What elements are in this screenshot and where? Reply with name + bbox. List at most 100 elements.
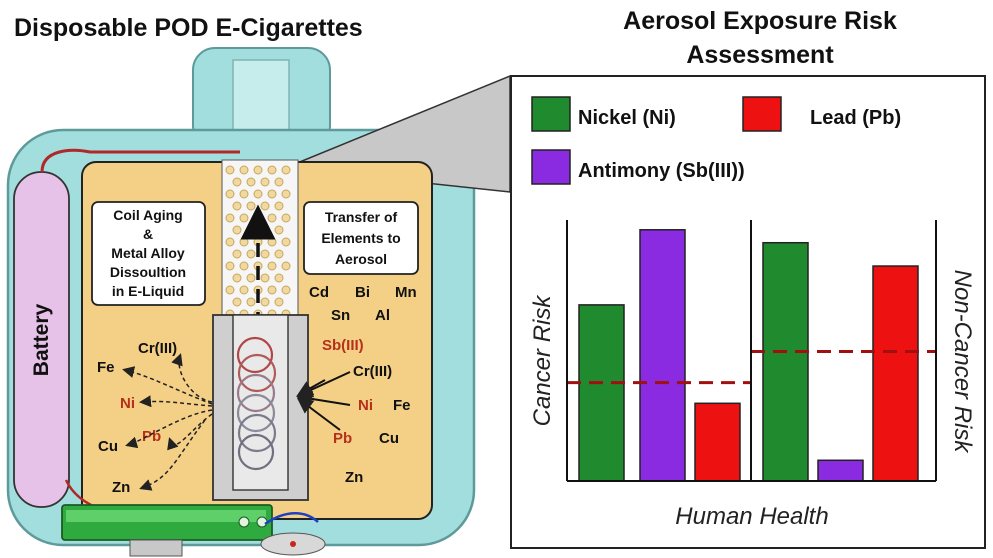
aerosol-particle xyxy=(274,225,284,235)
aerosol-element: Pb xyxy=(333,430,352,447)
battery-wire xyxy=(40,148,240,173)
cancer-risk-label: Cancer Risk xyxy=(529,294,556,427)
aerosol-particle xyxy=(260,273,270,283)
legend-swatch xyxy=(742,96,782,132)
aerosol-particle xyxy=(225,189,235,199)
bar xyxy=(694,402,741,482)
aerosol-particle xyxy=(260,297,270,307)
transfer-box-line2: Elements to xyxy=(321,230,400,246)
aerosol-particle xyxy=(239,261,249,271)
aerosol-particle xyxy=(260,249,270,259)
x-axis-label: Human Health xyxy=(675,503,828,530)
coil-box-line2: & xyxy=(143,226,153,242)
legend-label: Lead (Pb) xyxy=(810,107,901,129)
aerosol-particle xyxy=(253,189,263,199)
coil-box-line5: in E-Liquid xyxy=(112,283,184,299)
aerosol-particle xyxy=(267,213,277,223)
legend-label: Antimony (Sb(III)) xyxy=(578,160,745,182)
liquid-element: Ni xyxy=(120,395,135,412)
aerosol-element: Fe xyxy=(393,397,411,414)
aerosol-particle xyxy=(232,249,242,259)
aerosol-particle xyxy=(267,285,277,295)
aerosol-particle xyxy=(267,165,277,175)
legend-label: Nickel (Ni) xyxy=(578,107,676,129)
bar xyxy=(872,265,919,482)
heating-coil-icon xyxy=(236,336,277,471)
dissolution-arrows xyxy=(122,353,213,491)
aerosol-particle xyxy=(232,177,242,187)
aerosol-particle xyxy=(232,201,242,211)
coil-box-line3: Metal Alloy xyxy=(111,245,185,261)
aerosol-particle xyxy=(274,201,284,211)
aerosol-particle xyxy=(274,273,284,283)
aerosol-element: Ni xyxy=(358,397,373,414)
liquid-element: Pb xyxy=(142,428,161,445)
aerosol-element: Cr(III) xyxy=(353,363,392,380)
sensor-dot xyxy=(290,541,296,547)
aerosol-particle xyxy=(246,297,256,307)
aerosol-particle xyxy=(232,273,242,283)
bar xyxy=(762,241,809,482)
aerosol-particle xyxy=(239,237,249,247)
aerosol-element: Sn xyxy=(331,307,350,324)
aerosol-particle xyxy=(253,165,263,175)
transfer-arrows xyxy=(296,371,351,431)
circuit-wire xyxy=(264,512,319,526)
left-title: Disposable POD E-Cigarettes xyxy=(14,14,363,42)
right-title-line2: Assessment xyxy=(686,41,834,69)
aerosol-element: Zn xyxy=(345,469,363,486)
aerosol-particle xyxy=(225,213,235,223)
coil-box-line4: Dissoultion xyxy=(110,264,186,280)
coil-aging-box xyxy=(91,201,206,306)
transfer-box-line3: Aerosol xyxy=(335,251,387,267)
aerosol-element: Bi xyxy=(355,284,370,301)
aerosol-particle xyxy=(232,297,242,307)
aerosol-particle xyxy=(225,285,235,295)
aerosol-particle xyxy=(281,213,291,223)
legend-swatch xyxy=(531,96,571,132)
aerosol-particle xyxy=(274,297,284,307)
aerosol-particle xyxy=(281,285,291,295)
aerosol-element: Cd xyxy=(309,284,329,301)
aerosol-particle xyxy=(232,225,242,235)
circuit-board-stripe xyxy=(66,510,266,522)
aerosol-particle xyxy=(281,261,291,271)
bar-layer xyxy=(567,229,936,482)
aerosol-particle xyxy=(246,249,256,259)
aerosol-particle xyxy=(281,165,291,175)
aerosol-particle xyxy=(281,189,291,199)
liquid-element: Cu xyxy=(98,438,118,455)
aerosol-particle xyxy=(239,285,249,295)
aerosol-particle xyxy=(225,261,235,271)
aerosol-particle xyxy=(246,225,256,235)
liquid-element: Zn xyxy=(112,479,130,496)
aerosol-particle xyxy=(246,177,256,187)
transfer-box-line1: Transfer of xyxy=(325,209,398,225)
coil-box-line1: Coil Aging xyxy=(113,207,182,223)
bar xyxy=(578,304,625,482)
aerosol-particle xyxy=(281,237,291,247)
right-title-line1: Aerosol Exposure Risk xyxy=(623,7,897,35)
chart-legend: Nickel (Ni) Lead (Pb) Antimony (Sb(III)) xyxy=(531,96,901,185)
transfer-box xyxy=(303,201,419,275)
aerosol-particle xyxy=(274,249,284,259)
device-base-left xyxy=(129,539,183,557)
aerosol-particle xyxy=(239,213,249,223)
bar xyxy=(817,459,864,482)
bar xyxy=(639,229,686,482)
aerosol-particle xyxy=(239,165,249,175)
aerosol-particle xyxy=(260,177,270,187)
aerosol-element: Cu xyxy=(379,430,399,447)
non-cancer-risk-label: Non-Cancer Risk xyxy=(949,270,976,455)
battery-label: Battery xyxy=(30,304,53,377)
aerosol-particle xyxy=(274,177,284,187)
legend-swatch xyxy=(531,149,571,185)
aerosol-particle xyxy=(225,165,235,175)
circuit-led xyxy=(256,516,268,528)
aerosol-particle xyxy=(246,273,256,283)
aerosol-element: Mn xyxy=(395,284,417,301)
liquid-element: Cr(III) xyxy=(138,340,177,357)
aerosol-particle xyxy=(225,237,235,247)
aerosol-particle xyxy=(260,225,270,235)
